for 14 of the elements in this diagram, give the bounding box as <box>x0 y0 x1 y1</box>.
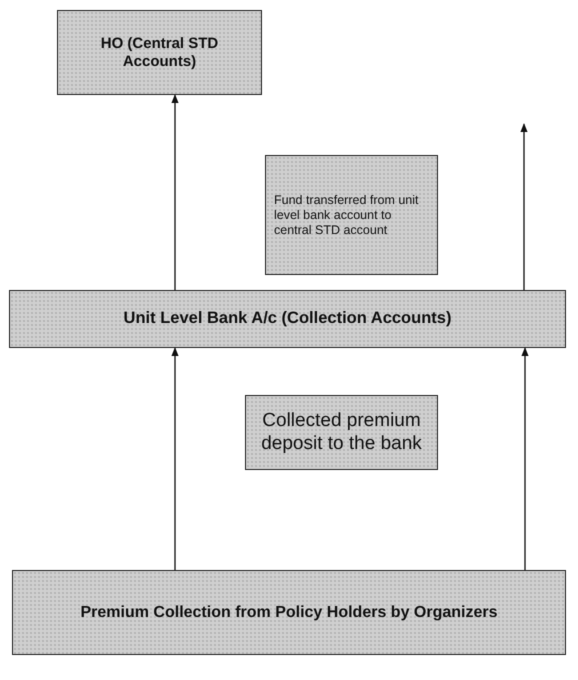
box-label: Collected premium deposit to the bank <box>260 410 423 456</box>
arrow <box>521 347 529 570</box>
arrow <box>171 94 179 290</box>
box-label: Fund transferred from unit level bank account to central STD account <box>274 192 420 238</box>
text-box <box>12 570 566 655</box>
arrow <box>520 123 528 290</box>
text-box <box>9 290 566 348</box>
text-box <box>245 395 438 470</box>
text-box <box>57 10 262 95</box>
box-label: Premium Collection from Policy Holders by Organizers <box>80 602 498 622</box>
arrow <box>171 347 179 570</box>
box-label: HO (Central STD Accounts) <box>100 34 220 70</box>
text-box <box>265 155 438 275</box>
box-label: Unit Level Bank A/c (Collection Accounts) <box>124 309 452 329</box>
